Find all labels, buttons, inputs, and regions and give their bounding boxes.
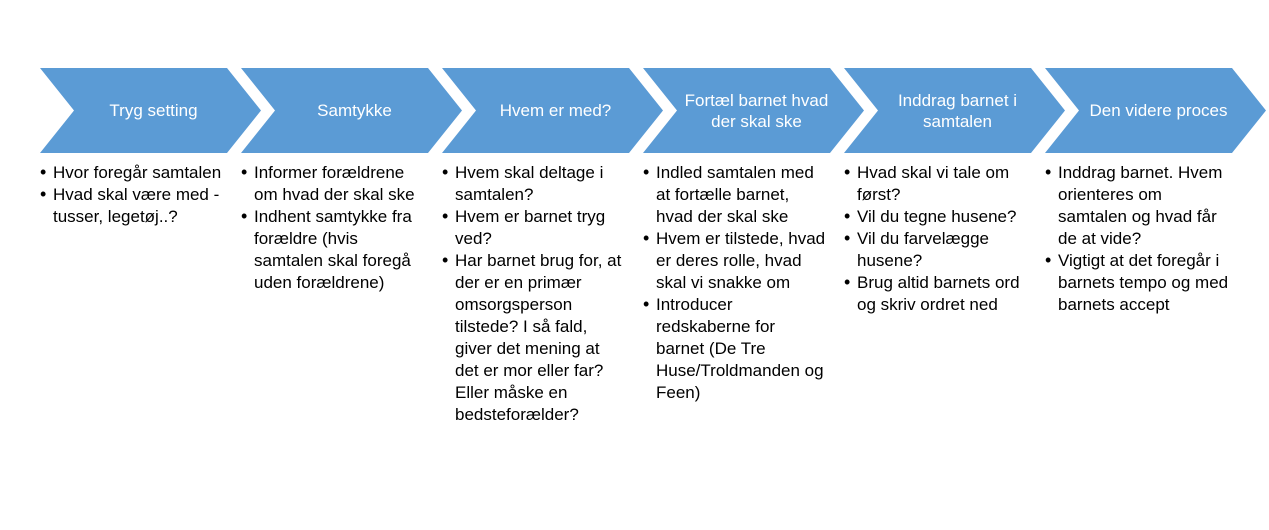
stage-label: Tryg setting xyxy=(109,101,198,120)
bullet-item: Hvad skal være med - tusser, legetøj..? xyxy=(40,183,224,228)
bullet-item: Introducer redskaberne for barnet (De Tr… xyxy=(643,293,827,404)
stage-arrow-hvem-er-med: Hvem er med? xyxy=(442,68,663,153)
bullet-item: Hvem skal deltage i samtalen? xyxy=(442,161,626,206)
bullet-list: Informer forældrene om hvad der skal ske… xyxy=(241,161,425,294)
stage-bullets-samtykke: Informer forældrene om hvad der skal ske… xyxy=(241,161,425,294)
bullet-item: Har barnet brug for, at der er en primær… xyxy=(442,249,626,426)
bullet-item: Inddrag barnet. Hvem orienteres om samta… xyxy=(1045,161,1229,250)
bullet-item: Hvad skal vi tale om først? xyxy=(844,161,1028,206)
bullet-list: Inddrag barnet. Hvem orienteres om samta… xyxy=(1045,161,1229,316)
bullet-item: Hvem er tilstede, hvad er deres rolle, h… xyxy=(643,227,827,294)
stage-arrow-fortael-barnet: Fortæl barnet hvad der skal ske xyxy=(643,68,864,153)
stage-label: Den videre proces xyxy=(1089,101,1228,120)
stage-arrow-tryg-setting: Tryg setting xyxy=(40,68,261,153)
bullet-item: Hvor foregår samtalen xyxy=(40,161,224,184)
stage-arrow-samtykke: Samtykke xyxy=(241,68,462,153)
stage-bullets-den-videre-proces: Inddrag barnet. Hvem orienteres om samta… xyxy=(1045,161,1229,316)
bullet-item: Indhent samtykke fra forældre (hvis samt… xyxy=(241,205,425,294)
bullet-item: Vil du tegne husene? xyxy=(844,205,1028,228)
bullet-item: Vigtigt at det foregår i barnets tempo o… xyxy=(1045,249,1229,316)
stage-label: Fortæl barnet hvad der skal ske xyxy=(684,90,829,131)
stage-bullets-hvem-er-med: Hvem skal deltage i samtalen? Hvem er ba… xyxy=(442,161,626,426)
bullet-list: Hvad skal vi tale om først? Vil du tegne… xyxy=(844,161,1028,316)
stage-label: Samtykke xyxy=(317,101,392,120)
bullet-list: Indled samtalen med at fortælle barnet, … xyxy=(643,161,827,404)
stage-arrow-den-videre-proces: Den videre proces xyxy=(1045,68,1266,153)
stage-label: Inddrag barnet i samtalen xyxy=(897,90,1018,131)
stage-arrow-inddrag-barnet: Inddrag barnet i samtalen xyxy=(844,68,1065,153)
bullet-item: Hvem er barnet tryg ved? xyxy=(442,205,626,250)
bullet-item: Indled samtalen med at fortælle barnet, … xyxy=(643,161,827,228)
bullet-item: Informer forældrene om hvad der skal ske xyxy=(241,161,425,206)
stage-bullets-fortael-barnet: Indled samtalen med at fortælle barnet, … xyxy=(643,161,827,404)
bullet-item: Brug altid barnets ord og skriv ordret n… xyxy=(844,271,1028,316)
stage-bullets-tryg-setting: Hvor foregår samtalen Hvad skal være med… xyxy=(40,161,224,228)
bullet-list: Hvor foregår samtalen Hvad skal være med… xyxy=(40,161,224,228)
stage-label: Hvem er med? xyxy=(499,101,612,120)
bullet-item: Vil du farvelægge husene? xyxy=(844,227,1028,272)
bullet-list: Hvem skal deltage i samtalen? Hvem er ba… xyxy=(442,161,626,426)
stage-bullets-inddrag-barnet: Hvad skal vi tale om først? Vil du tegne… xyxy=(844,161,1028,316)
